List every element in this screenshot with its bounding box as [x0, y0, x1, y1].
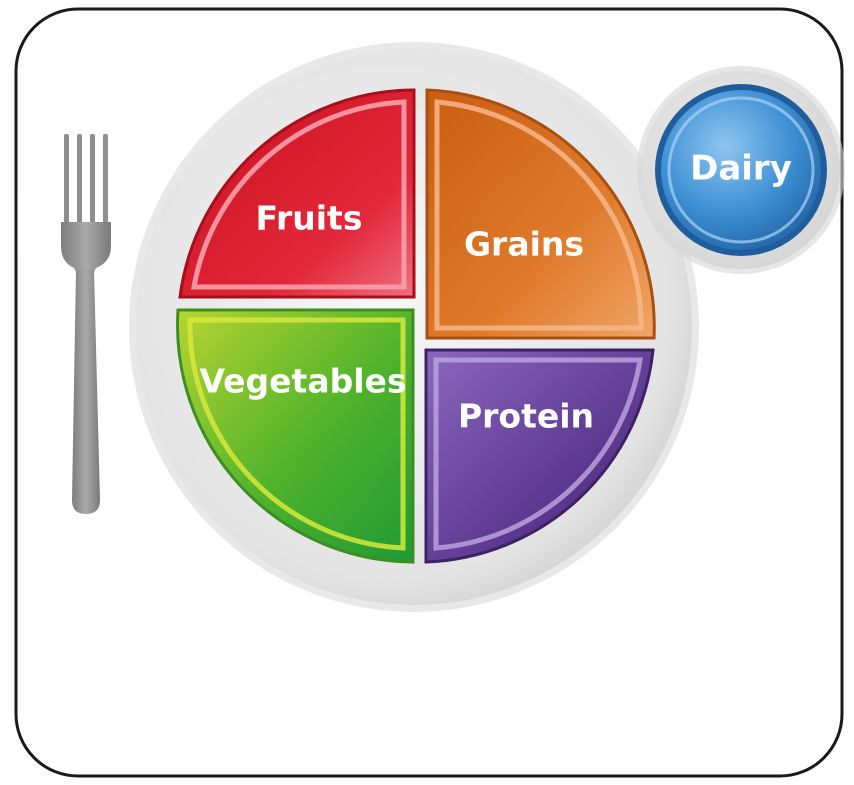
fruits-label: Fruits: [256, 199, 363, 238]
fork-icon: [61, 134, 111, 514]
grains-segment[interactable]: Grains: [425, 88, 656, 340]
protein-label: Protein: [458, 397, 594, 436]
fruits-segment[interactable]: Fruits: [178, 88, 416, 299]
dairy-label: Dairy: [690, 149, 792, 189]
grains-label: Grains: [464, 225, 584, 264]
dairy-segment[interactable]: Dairy: [637, 66, 845, 274]
protein-segment[interactable]: Protein: [424, 348, 655, 564]
vegetables-segment[interactable]: Vegetables: [176, 308, 415, 564]
vegetables-label: Vegetables: [199, 362, 406, 401]
